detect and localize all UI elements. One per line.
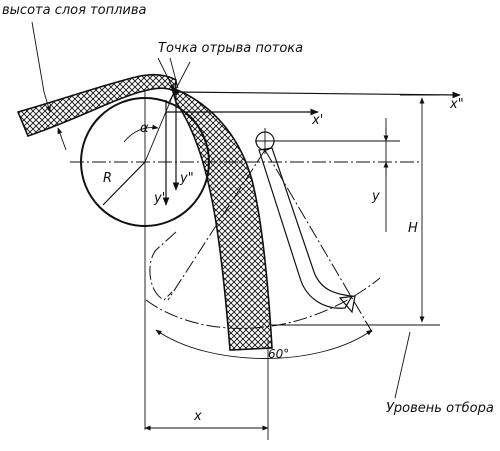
layer-height-leader-top [31, 21, 45, 93]
separation-cross-1 [167, 61, 191, 105]
separation-point-label: Точка отрыва потока [158, 41, 303, 56]
takeoff-level-label: Уровень отбора [386, 401, 494, 416]
layer-height-label: высота слоя топлива [2, 3, 147, 18]
layer-height-arrow-top [43, 91, 51, 113]
angle-label: 60° [268, 347, 289, 361]
swing-ray-left [167, 149, 266, 301]
swing-arc-dashed [145, 277, 381, 329]
bucket-arm [258, 147, 353, 309]
falling-fuel-stream [170, 86, 273, 351]
y-double-prime-label: y" [179, 171, 194, 186]
angle-arc-60 [155, 329, 373, 359]
x-label: x [193, 409, 202, 424]
incoming-fuel-layer [16, 74, 177, 137]
x-prime-label: x' [311, 113, 323, 128]
takeoff-level-leader [394, 331, 411, 399]
bucket-tip [338, 295, 356, 314]
separation-leader-2 [169, 57, 179, 89]
ghost-bucket [149, 231, 177, 301]
y-label: y [371, 189, 380, 204]
height-label: H [408, 221, 418, 236]
layer-height-arrow-bottom [57, 127, 67, 151]
radius-label: R [103, 171, 112, 186]
x-double-prime-label: x" [449, 97, 464, 112]
y-prime-label: y' [153, 191, 165, 206]
alpha-arc [123, 124, 159, 143]
alpha-label: α [140, 121, 149, 136]
swing-ray-right [264, 149, 373, 333]
radius-line [102, 161, 146, 206]
alpha-ray [144, 89, 176, 163]
separation-leader-1 [157, 57, 175, 91]
x-double-prime-axis [175, 91, 461, 99]
